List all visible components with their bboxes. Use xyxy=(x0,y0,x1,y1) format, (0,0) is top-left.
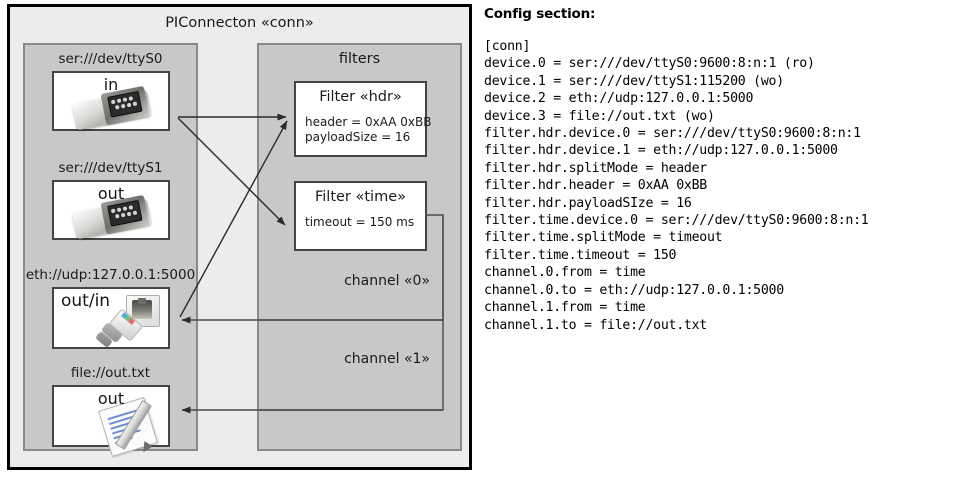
filter-props-time: timeout = 150 ms xyxy=(305,215,415,229)
device-label-eth: eth://udp:127.0.0.1:5000 xyxy=(25,267,196,283)
ethernet-jack-icon xyxy=(94,295,182,353)
filter-title-hdr: Filter «hdr» xyxy=(319,89,402,105)
device-direction-eth: out/in xyxy=(61,291,111,311)
filter-box-time[interactable]: Filter «time» timeout = 150 ms xyxy=(294,181,427,251)
device-label-file: file://out.txt xyxy=(70,365,151,381)
filter-title-time: Filter «time» xyxy=(314,189,407,205)
channel-label-1: channel «1» xyxy=(344,351,430,367)
device-direction-ttys0: in xyxy=(103,75,119,94)
device-box-eth[interactable]: out/in xyxy=(52,287,170,349)
device-box-ttys0[interactable]: in xyxy=(52,71,170,131)
filter-props-hdr: header = 0xAA 0xBB payloadSize = 16 xyxy=(305,115,432,144)
devices-panel: ser:///dev/ttyS0 in ser:///d xyxy=(23,43,198,457)
device-direction-ttys1: out xyxy=(97,184,125,203)
channel-label-0: channel «0» xyxy=(344,273,430,289)
device-box-ttys1[interactable]: out xyxy=(52,180,170,240)
filters-panel: filters Filter «hdr» header = 0xAA 0xBB … xyxy=(257,43,462,451)
filters-panel-title: filters xyxy=(338,51,381,67)
device-direction-file: out xyxy=(97,389,125,408)
text-file-icon xyxy=(98,397,166,457)
diagram-title: PIConnecton «conn» xyxy=(165,15,314,31)
config-heading: Config section: xyxy=(484,6,596,22)
connector-diagram-frame: PIConnecton «conn» ser:///dev/ttyS0 in xyxy=(7,4,472,470)
config-section: Config section: [conn] device.0 = ser://… xyxy=(484,6,958,334)
device-label-ttys1: ser:///dev/ttyS1 xyxy=(58,160,163,176)
config-code-block[interactable]: [conn] device.0 = ser:///dev/ttyS0:9600:… xyxy=(484,39,869,333)
filter-box-hdr[interactable]: Filter «hdr» header = 0xAA 0xBB payloadS… xyxy=(294,81,431,157)
device-label-ttys0: ser:///dev/ttyS0 xyxy=(58,51,163,67)
device-box-file[interactable]: out xyxy=(52,385,170,457)
